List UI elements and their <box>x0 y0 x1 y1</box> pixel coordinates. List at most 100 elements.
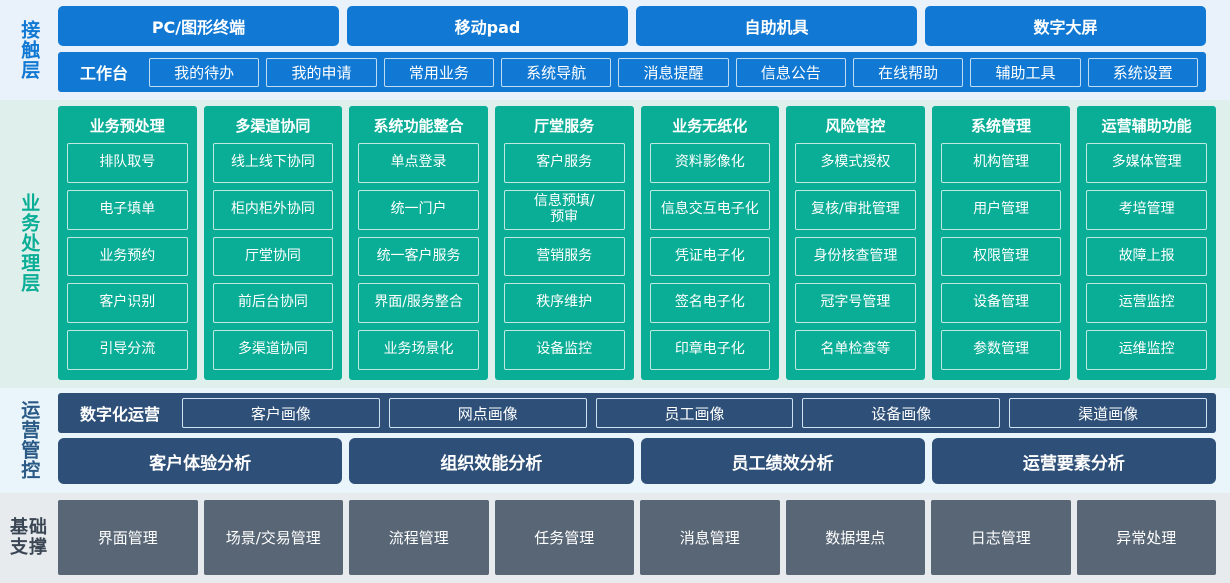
channel-box-pc[interactable]: PC/图形终端 <box>58 6 339 46</box>
business-item[interactable]: 统一客户服务 <box>358 236 479 277</box>
business-item[interactable]: 客户识别 <box>67 283 188 324</box>
base-layer-label: 基础 支撑 <box>0 500 58 575</box>
business-item[interactable]: 印章电子化 <box>649 330 771 370</box>
business-item[interactable]: 厅堂协同 <box>212 236 334 277</box>
base-item-task-management[interactable]: 任务管理 <box>494 500 634 575</box>
portrait-employee[interactable]: 员工画像 <box>595 398 794 428</box>
business-column-pre-processing: 业务预处理 排队取号 电子填单 业务预约 客户识别 引导分流 <box>58 106 197 380</box>
business-item[interactable]: 资料影像化 <box>649 143 771 183</box>
business-item[interactable]: 凭证电子化 <box>649 236 771 277</box>
portrait-device[interactable]: 设备画像 <box>802 398 1001 428</box>
workbench-item-announcement[interactable]: 信息公告 <box>735 57 846 87</box>
business-item[interactable]: 机构管理 <box>940 143 1062 183</box>
base-item-log-management[interactable]: 日志管理 <box>931 500 1071 575</box>
business-item[interactable]: 签名电子化 <box>649 283 771 324</box>
business-item[interactable]: 客户服务 <box>503 143 625 183</box>
ops-layer-label: 运营管控 <box>18 400 41 480</box>
business-item[interactable]: 电子填单 <box>67 189 188 230</box>
channel-box-digital-screen[interactable]: 数字大屏 <box>925 6 1206 46</box>
business-item[interactable]: 多媒体管理 <box>1086 143 1207 183</box>
business-item[interactable]: 考培管理 <box>1086 189 1207 230</box>
workbench-item-system-settings[interactable]: 系统设置 <box>1087 57 1198 87</box>
portrait-customer[interactable]: 客户画像 <box>182 398 380 428</box>
business-column-title: 运营辅助功能 <box>1101 116 1192 135</box>
business-column-system-management: 系统管理 机构管理 用户管理 权限管理 设备管理 参数管理 <box>931 106 1071 380</box>
business-item[interactable]: 多渠道协同 <box>212 330 334 370</box>
analysis-customer-experience[interactable]: 客户体验分析 <box>58 438 343 484</box>
base-layer-label-line2: 支撑 <box>10 536 48 558</box>
ops-layer-body: 数字化运营 客户画像 网点画像 员工画像 设备画像 渠道画像 客户体验分析 组织… <box>58 393 1216 487</box>
workbench-item-system-navigation[interactable]: 系统导航 <box>501 57 612 87</box>
business-item[interactable]: 界面/服务整合 <box>358 283 479 324</box>
business-item[interactable]: 统一门户 <box>358 189 479 230</box>
business-item[interactable]: 引导分流 <box>67 330 188 370</box>
contact-layer-label: 接触层 <box>18 20 41 80</box>
workbench-item-my-todo[interactable]: 我的待办 <box>149 57 260 87</box>
business-item[interactable]: 运维监控 <box>1086 330 1207 370</box>
contact-layer-body: PC/图形终端 移动pad 自助机具 数字大屏 工作台 我的待办 我的申请 常用… <box>58 6 1220 94</box>
base-item-exception-handling[interactable]: 异常处理 <box>1076 500 1216 575</box>
base-layer-body: 界面管理 场景/交易管理 流程管理 任务管理 消息管理 数据埋点 日志管理 异常… <box>58 500 1216 575</box>
business-item[interactable]: 用户管理 <box>940 189 1062 230</box>
business-item[interactable]: 线上线下协同 <box>212 143 334 183</box>
business-item[interactable]: 冠字号管理 <box>795 283 916 324</box>
business-item[interactable]: 前后台协同 <box>212 283 334 324</box>
business-column-title: 业务无纸化 <box>672 116 748 135</box>
business-item[interactable]: 复核/审批管理 <box>795 189 916 230</box>
business-item[interactable]: 业务预约 <box>67 236 188 277</box>
ops-layer-band: 运营管控 数字化运营 客户画像 网点画像 员工画像 设备画像 渠道画像 客户体验… <box>0 388 1230 493</box>
business-item[interactable]: 柜内柜外协同 <box>212 189 334 230</box>
base-layer-band: 基础 支撑 界面管理 场景/交易管理 流程管理 任务管理 消息管理 数据埋点 日… <box>0 493 1230 583</box>
business-column-title: 系统管理 <box>971 116 1032 135</box>
workbench-item-message-reminder[interactable]: 消息提醒 <box>618 57 729 87</box>
business-item[interactable]: 排队取号 <box>67 143 188 183</box>
workbench-title: 工作台 <box>80 64 129 83</box>
business-item[interactable]: 设备监控 <box>503 330 625 370</box>
business-item[interactable]: 业务场景化 <box>358 330 479 370</box>
portrait-branch[interactable]: 网点画像 <box>388 398 587 428</box>
business-column-multichannel: 多渠道协同 线上线下协同 柜内柜外协同 厅堂协同 前后台协同 多渠道协同 <box>203 106 343 380</box>
business-item[interactable]: 设备管理 <box>940 283 1062 324</box>
business-column-title: 风险管控 <box>825 116 886 135</box>
base-item-ui-management[interactable]: 界面管理 <box>58 500 198 575</box>
business-item[interactable]: 信息预填/ 预审 <box>503 189 625 230</box>
workbench-item-my-application[interactable]: 我的申请 <box>266 57 377 87</box>
business-item[interactable]: 信息交互电子化 <box>649 189 771 230</box>
workbench-item-common-business[interactable]: 常用业务 <box>383 57 494 87</box>
business-item[interactable]: 运营监控 <box>1086 283 1207 324</box>
business-item[interactable]: 秩序维护 <box>503 283 625 324</box>
business-column-title: 厅堂服务 <box>534 116 595 135</box>
business-item[interactable]: 故障上报 <box>1086 236 1207 277</box>
business-item[interactable]: 单点登录 <box>358 143 479 183</box>
business-item[interactable]: 权限管理 <box>940 236 1062 277</box>
analysis-row: 客户体验分析 组织效能分析 员工绩效分析 运营要素分析 <box>58 438 1216 484</box>
contact-layer-band: 接触层 PC/图形终端 移动pad 自助机具 数字大屏 工作台 我的待办 我的申… <box>0 0 1230 100</box>
workbench-item-online-help[interactable]: 在线帮助 <box>852 57 964 87</box>
channel-box-self-service[interactable]: 自助机具 <box>636 6 917 46</box>
digital-operations-title: 数字化运营 <box>80 405 161 424</box>
business-column-paperless: 业务无纸化 资料影像化 信息交互电子化 凭证电子化 签名电子化 印章电子化 <box>640 106 780 380</box>
business-layer-band: 业务处理层 业务预处理 排队取号 电子填单 业务预约 客户识别 引导分流 多渠道… <box>0 100 1230 388</box>
base-item-message-management[interactable]: 消息管理 <box>640 500 780 575</box>
channel-box-mobile-pad[interactable]: 移动pad <box>347 6 628 46</box>
workbench-item-aux-tools[interactable]: 辅助工具 <box>970 57 1081 87</box>
analysis-operation-factor[interactable]: 运营要素分析 <box>931 438 1216 484</box>
channel-row: PC/图形终端 移动pad 自助机具 数字大屏 <box>58 6 1206 46</box>
portrait-channel[interactable]: 渠道画像 <box>1009 398 1207 428</box>
base-item-scenario-transaction-management[interactable]: 场景/交易管理 <box>203 500 343 575</box>
business-item[interactable]: 名单检查等 <box>795 330 916 370</box>
business-item[interactable]: 营销服务 <box>503 236 625 277</box>
business-layer-body: 业务预处理 排队取号 电子填单 业务预约 客户识别 引导分流 多渠道协同 线上线… <box>58 106 1216 380</box>
base-item-data-tracking[interactable]: 数据埋点 <box>785 500 925 575</box>
digital-operations-row: 数字化运营 客户画像 网点画像 员工画像 设备画像 渠道画像 <box>58 393 1216 433</box>
analysis-employee-performance[interactable]: 员工绩效分析 <box>640 438 925 484</box>
base-item-process-management[interactable]: 流程管理 <box>349 500 489 575</box>
base-layer-label-line1: 基础 <box>10 516 48 538</box>
analysis-org-efficiency[interactable]: 组织效能分析 <box>349 438 634 484</box>
business-column-operation-support: 运营辅助功能 多媒体管理 考培管理 故障上报 运营监控 运维监控 <box>1077 106 1216 380</box>
business-item[interactable]: 多模式授权 <box>795 143 916 183</box>
workbench-bar: 工作台 我的待办 我的申请 常用业务 系统导航 消息提醒 信息公告 在线帮助 辅… <box>58 52 1206 92</box>
business-item[interactable]: 参数管理 <box>940 330 1062 370</box>
business-item[interactable]: 身份核查管理 <box>795 236 916 277</box>
